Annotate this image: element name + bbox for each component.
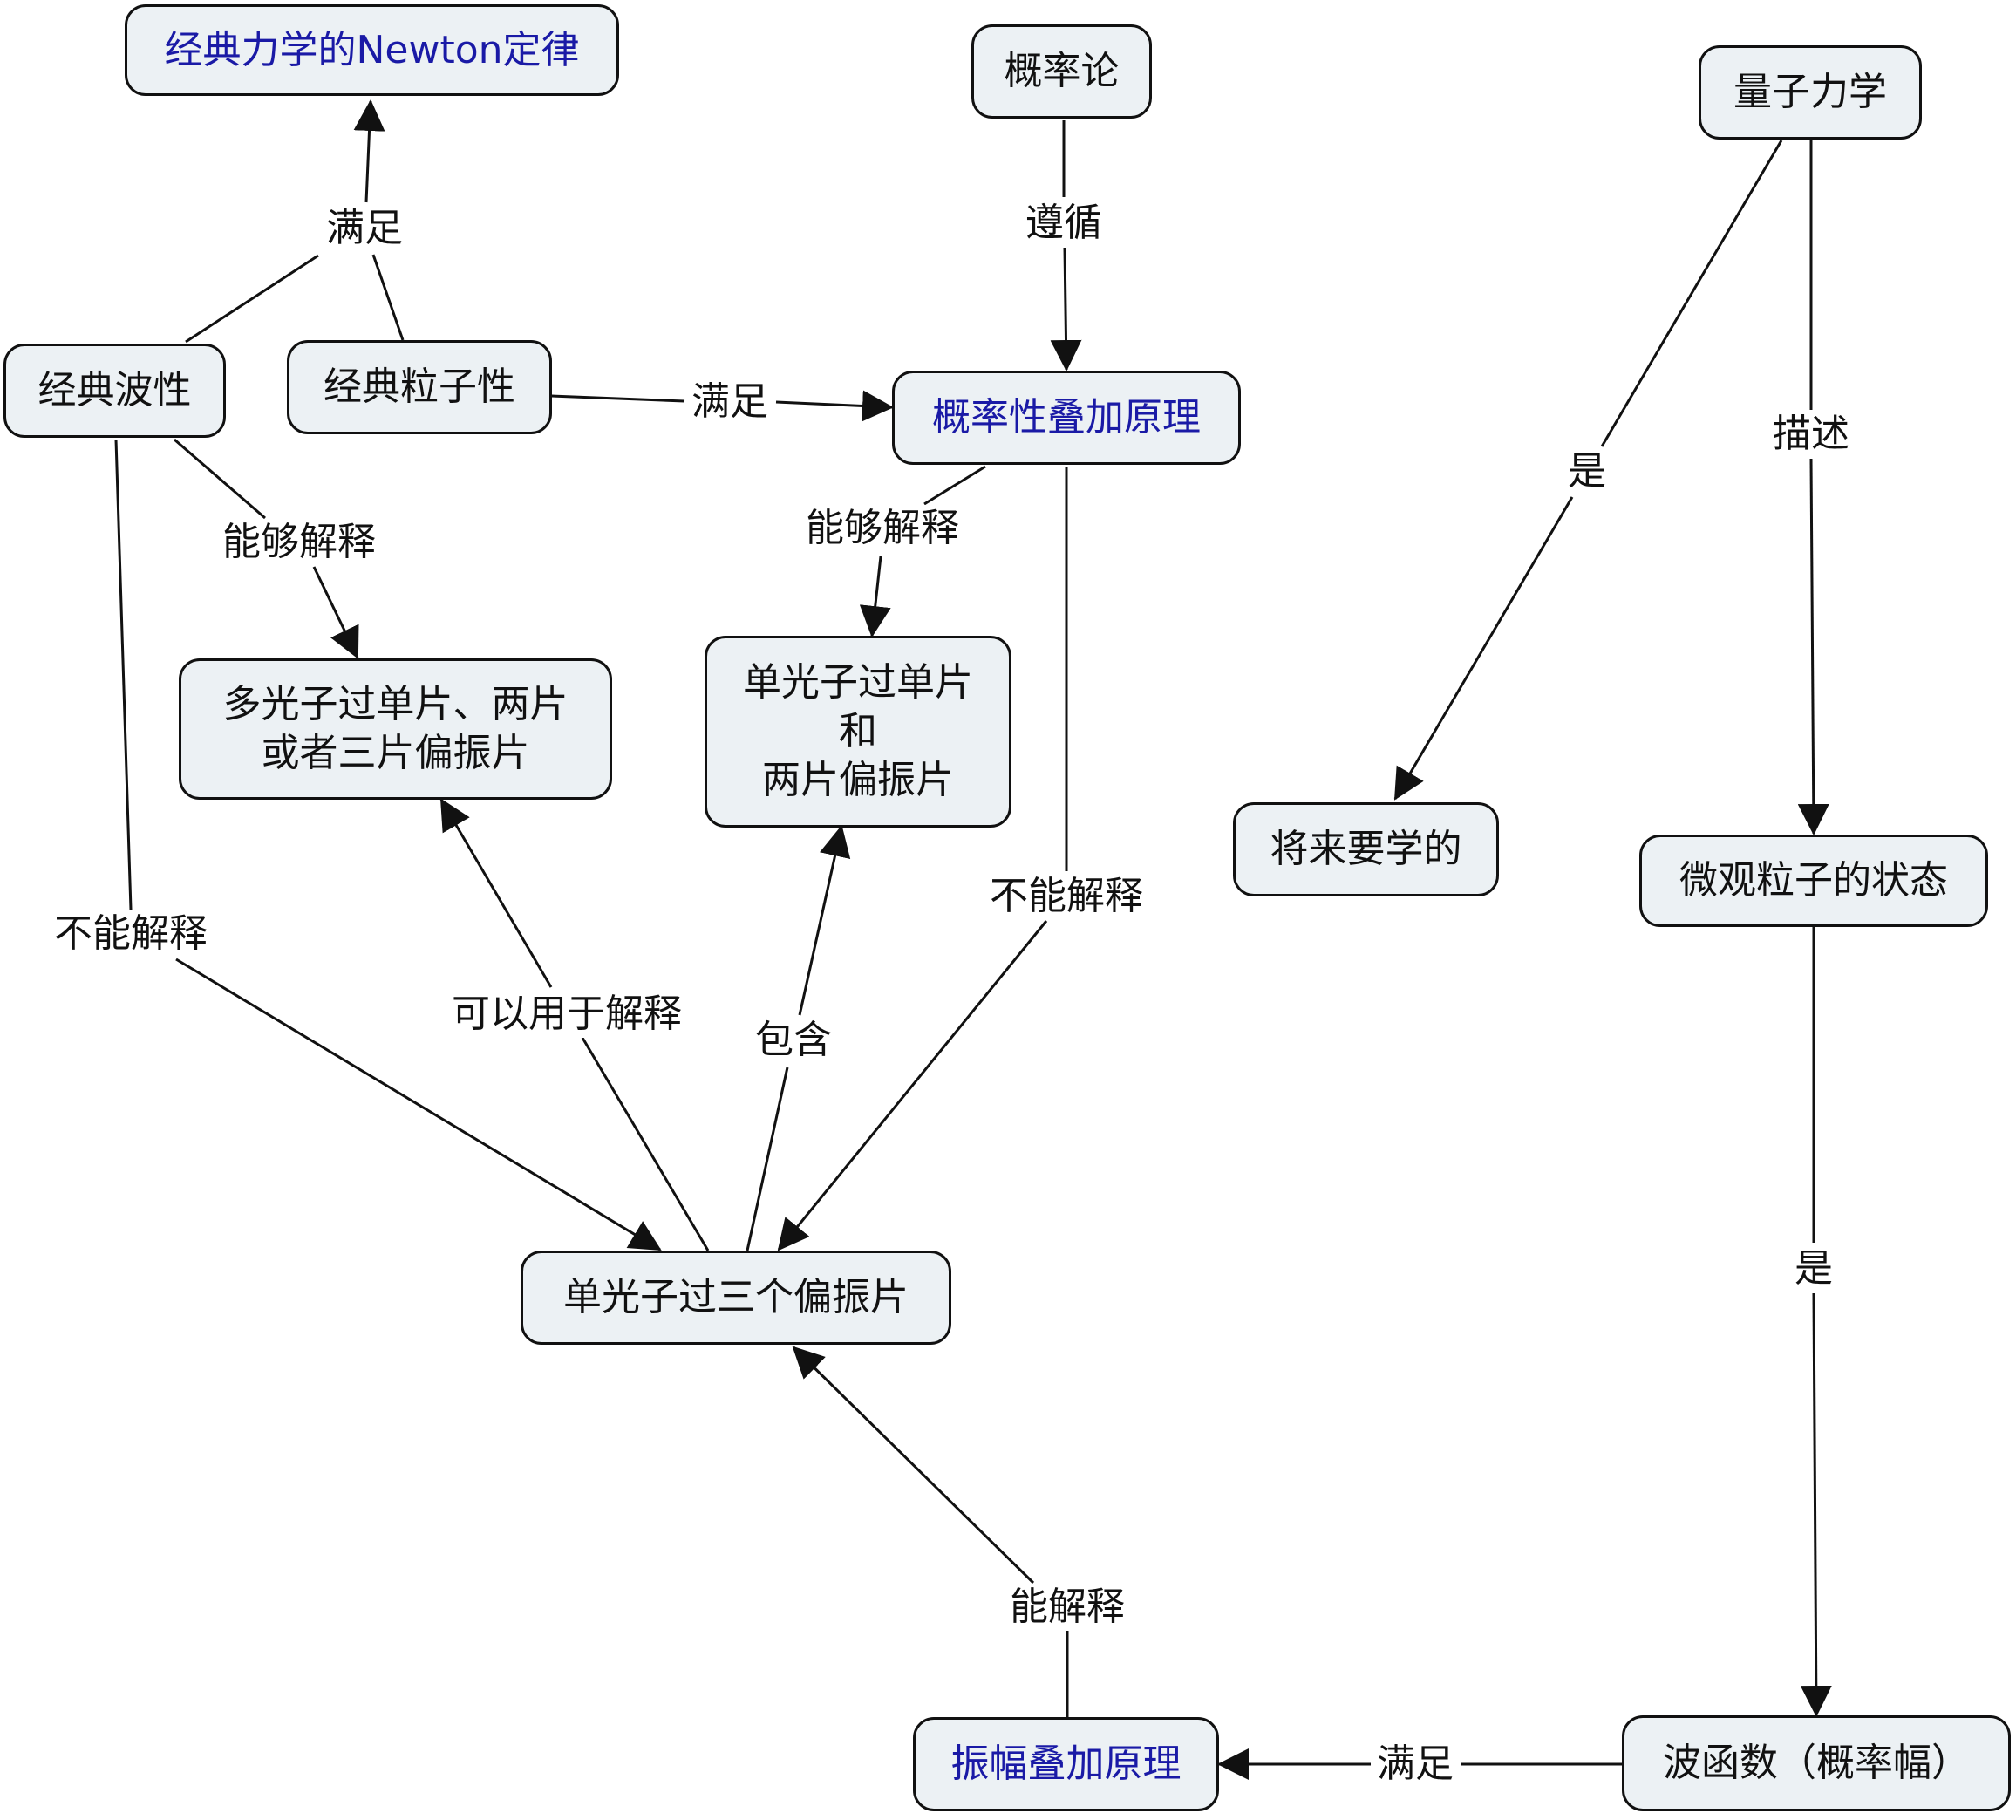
node-probability-superposition[interactable]: 概率性叠加原理	[892, 371, 1241, 465]
label-cannot-explain-wave: 不能解释	[51, 910, 211, 958]
edge-canexplain-to-threeplates	[792, 1346, 1035, 1585]
edge-superposition-to-explain	[923, 465, 986, 506]
node-probability-theory[interactable]: 概率论	[971, 24, 1152, 119]
edge-cannot-to-threeplates	[175, 958, 662, 1251]
edge-contain-to-twoplates	[798, 825, 851, 1016]
node-future-study-text: 将来要学的	[1270, 827, 1462, 871]
node-single-photon-three-plates[interactable]: 单光子过三个偏振片	[521, 1251, 951, 1345]
label-is-future: 是	[1564, 448, 1610, 495]
label-follow: 遵循	[1022, 200, 1106, 247]
edge-explain-to-twoplates	[859, 556, 891, 637]
edge-threeplates-to-contain	[746, 1067, 789, 1251]
label-explain-probability: 能够解释	[802, 505, 963, 552]
edge-wave-to-satisfy	[185, 254, 319, 344]
edge-explain-to-multiphoton	[312, 566, 359, 659]
edge-threeplates-to-usable	[581, 1037, 710, 1251]
edge-wave-to-explain	[174, 438, 266, 520]
node-classic-particle[interactable]: 经典粒子性	[287, 340, 552, 434]
label-contain: 包含	[752, 1017, 835, 1064]
label-satisfy-newton: 满足	[323, 205, 406, 252]
node-multi-photon-text: 多光子过单片、两片 或者三片偏振片	[222, 682, 569, 775]
node-wavefunction[interactable]: 波函数（概率幅）	[1622, 1715, 2011, 1811]
node-micro-particle-state[interactable]: 微观粒子的状态	[1639, 835, 1988, 927]
edge-follow-to-superposition	[1050, 247, 1082, 371]
node-quantum-mechanics-text: 量子力学	[1733, 70, 1887, 114]
edge-describe-to-microstate	[1797, 458, 1829, 835]
node-newton-law-text: 经典力学的Newton定律	[164, 27, 580, 72]
node-classic-particle-text: 经典粒子性	[324, 365, 515, 409]
node-single-photon-two-plates-text: 单光子过单片 和 两片偏振片	[743, 660, 973, 802]
edge-particle-to-satisfy2	[550, 394, 685, 403]
node-amplitude-superposition[interactable]: 振幅叠加原理	[913, 1717, 1219, 1811]
label-can-explain: 能解释	[1006, 1584, 1128, 1631]
node-amplitude-superposition-text: 振幅叠加原理	[950, 1742, 1182, 1786]
node-classic-wave-text: 经典波性	[37, 368, 192, 412]
label-is-wavefunction: 是	[1791, 1245, 1836, 1292]
edge-wave-to-cannot	[114, 439, 133, 910]
edge-satisfy2-to-superposition	[775, 390, 894, 422]
label-explain-wave: 能够解释	[219, 519, 379, 566]
label-cannot-explain-probability: 不能解释	[986, 873, 1147, 920]
edge-quantum-to-is	[1600, 140, 1783, 447]
label-usable-to-explain: 可以用于解释	[448, 991, 685, 1038]
node-quantum-mechanics[interactable]: 量子力学	[1699, 45, 1922, 140]
node-single-photon-two-plates[interactable]: 单光子过单片 和 两片偏振片	[705, 636, 1011, 828]
node-single-photon-three-plates-text: 单光子过三个偏振片	[563, 1275, 909, 1319]
edge-usable-to-multiphoton	[439, 798, 553, 988]
node-wavefunction-text: 波函数（概率幅）	[1663, 1741, 1970, 1785]
edge-is-to-future	[1393, 496, 1574, 801]
edge-particle-to-satisfy	[371, 254, 405, 341]
edge-cannot2-to-threeplates	[777, 920, 1048, 1251]
label-describe: 描述	[1769, 411, 1853, 458]
node-future-study[interactable]: 将来要学的	[1233, 802, 1499, 896]
label-satisfy-amplitude: 满足	[1373, 1741, 1457, 1788]
label-satisfy-probability: 满足	[688, 378, 772, 426]
node-probability-superposition-text: 概率性叠加原理	[932, 395, 1201, 440]
node-classic-wave[interactable]: 经典波性	[3, 344, 226, 438]
edge-satisfy-to-newton	[353, 99, 385, 203]
node-probability-theory-text: 概率论	[1004, 49, 1120, 93]
node-multi-photon[interactable]: 多光子过单片、两片 或者三片偏振片	[179, 658, 612, 800]
edge-is-to-wavefunction	[1800, 1292, 1832, 1717]
node-micro-particle-state-text: 微观粒子的状态	[1679, 858, 1948, 903]
node-newton-law[interactable]: 经典力学的Newton定律	[125, 4, 619, 96]
